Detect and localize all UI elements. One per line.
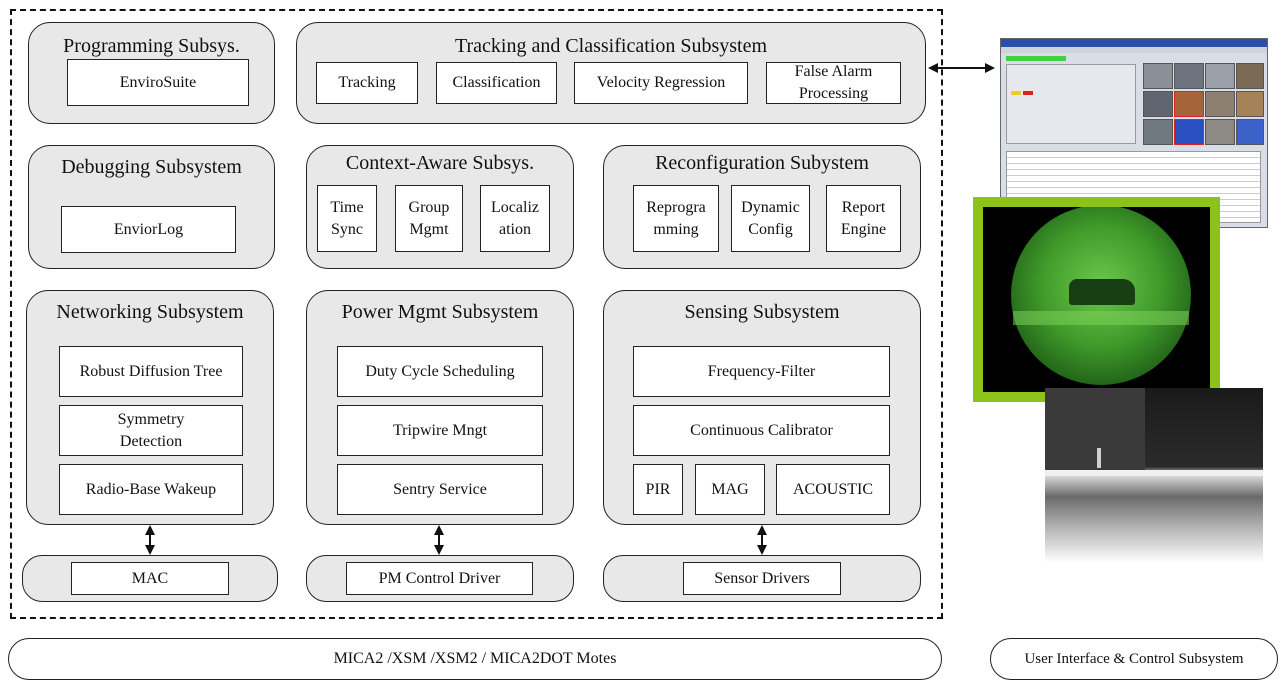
night-vision-frame bbox=[983, 207, 1210, 392]
thumb-1 bbox=[1143, 63, 1173, 89]
context-aware-subsystem: Context-Aware Subsys. Time Sync Group Mg… bbox=[306, 145, 574, 269]
thumb-4 bbox=[1236, 63, 1264, 89]
mac-driver-bar: MAC bbox=[22, 555, 278, 602]
thermal-person bbox=[1097, 448, 1101, 468]
sensor-drivers-box: Sensor Drivers bbox=[683, 562, 841, 595]
thumb-8 bbox=[1236, 91, 1264, 117]
time-sync-box: Time Sync bbox=[317, 185, 377, 252]
duty-cycle-box: Duty Cycle Scheduling bbox=[337, 346, 543, 397]
motes-bar: MICA2 /XSM /XSM2 / MICA2DOT Motes bbox=[8, 638, 942, 680]
false-alarm-box: False Alarm Processing bbox=[766, 62, 901, 104]
context-title: Context-Aware Subsys. bbox=[345, 152, 535, 174]
sensing-subsystem: Sensing Subsystem Frequency-Filter Conti… bbox=[603, 290, 921, 525]
networking-subsystem: Networking Subsystem Robust Diffusion Tr… bbox=[26, 290, 274, 525]
window-menubar bbox=[1001, 47, 1267, 53]
mac-box: MAC bbox=[71, 562, 229, 595]
yellow-indicator bbox=[1011, 91, 1021, 95]
tracking-box: Tracking bbox=[316, 62, 418, 104]
thumb-7 bbox=[1205, 91, 1235, 117]
thumb-5 bbox=[1143, 91, 1173, 117]
pir-box: PIR bbox=[633, 464, 683, 515]
thermal-image bbox=[1045, 388, 1263, 563]
thumb-3 bbox=[1205, 63, 1235, 89]
night-vision-image bbox=[973, 197, 1220, 402]
localization-box: Localiz ation bbox=[480, 185, 550, 252]
window-titlebar bbox=[1001, 39, 1267, 47]
debugging-subsystem: Debugging Subsystem EnviorLog bbox=[28, 145, 275, 269]
sentry-service-box: Sentry Service bbox=[337, 464, 543, 515]
envirosuite-box: EnviroSuite bbox=[67, 59, 249, 106]
pm-driver-bar: PM Control Driver bbox=[306, 555, 574, 602]
thumb-9 bbox=[1143, 119, 1173, 145]
pm-control-driver-box: PM Control Driver bbox=[346, 562, 533, 595]
thumb-12 bbox=[1236, 119, 1264, 145]
robust-diffusion-tree-box: Robust Diffusion Tree bbox=[59, 346, 243, 397]
ui-control-subsystem: User Interface & Control Subsystem bbox=[990, 638, 1278, 680]
mote-software-frame bbox=[10, 9, 943, 619]
continuous-calibrator-box: Continuous Calibrator bbox=[633, 405, 890, 456]
sensing-title: Sensing Subsystem bbox=[684, 301, 840, 323]
acoustic-box: ACOUSTIC bbox=[776, 464, 890, 515]
night-vision-car bbox=[1069, 279, 1135, 305]
thumb-10 bbox=[1174, 119, 1204, 145]
reconfig-title: Reconfiguration Subystem bbox=[655, 152, 869, 174]
radio-base-wakeup-box: Radio-Base Wakeup bbox=[59, 464, 243, 515]
thumb-2 bbox=[1174, 63, 1204, 89]
debugging-title: Debugging Subsystem bbox=[61, 156, 242, 178]
reconfiguration-subsystem: Reconfiguration Subystem Reprogra mming … bbox=[603, 145, 921, 269]
thumb-6 bbox=[1174, 91, 1204, 117]
reprogramming-box: Reprogra mming bbox=[633, 185, 719, 252]
group-mgmt-box: Group Mgmt bbox=[395, 185, 463, 252]
tracking-title: Tracking and Classification Subsystem bbox=[454, 35, 768, 57]
networking-title: Networking Subsystem bbox=[56, 301, 244, 323]
classification-box: Classification bbox=[436, 62, 557, 104]
thermal-building bbox=[1045, 388, 1145, 473]
sensor-driver-bar: Sensor Drivers bbox=[603, 555, 921, 602]
mag-box: MAG bbox=[695, 464, 765, 515]
status-strip bbox=[1006, 56, 1066, 61]
report-engine-box: Report Engine bbox=[826, 185, 901, 252]
tripwire-box: Tripwire Mngt bbox=[337, 405, 543, 456]
enviorlog-box: EnviorLog bbox=[61, 206, 236, 253]
symmetry-detection-box: Symmetry Detection bbox=[59, 405, 243, 456]
dynamic-config-box: Dynamic Config bbox=[731, 185, 810, 252]
thumb-11 bbox=[1205, 119, 1235, 145]
velocity-regression-box: Velocity Regression bbox=[574, 62, 748, 104]
night-vision-road bbox=[1013, 311, 1189, 325]
tracking-subsystem: Tracking and Classification Subsystem Tr… bbox=[296, 22, 926, 124]
thermal-light-strip bbox=[1045, 470, 1263, 476]
programming-title: Programming Subsys. bbox=[63, 35, 240, 57]
controls-panel bbox=[1006, 64, 1136, 144]
frequency-filter-box: Frequency-Filter bbox=[633, 346, 890, 397]
power-title: Power Mgmt Subsystem bbox=[341, 301, 539, 323]
programming-subsystem: Programming Subsys. EnviroSuite bbox=[28, 22, 275, 124]
red-indicator bbox=[1023, 91, 1033, 95]
power-mgmt-subsystem: Power Mgmt Subsystem Duty Cycle Scheduli… bbox=[306, 290, 574, 525]
